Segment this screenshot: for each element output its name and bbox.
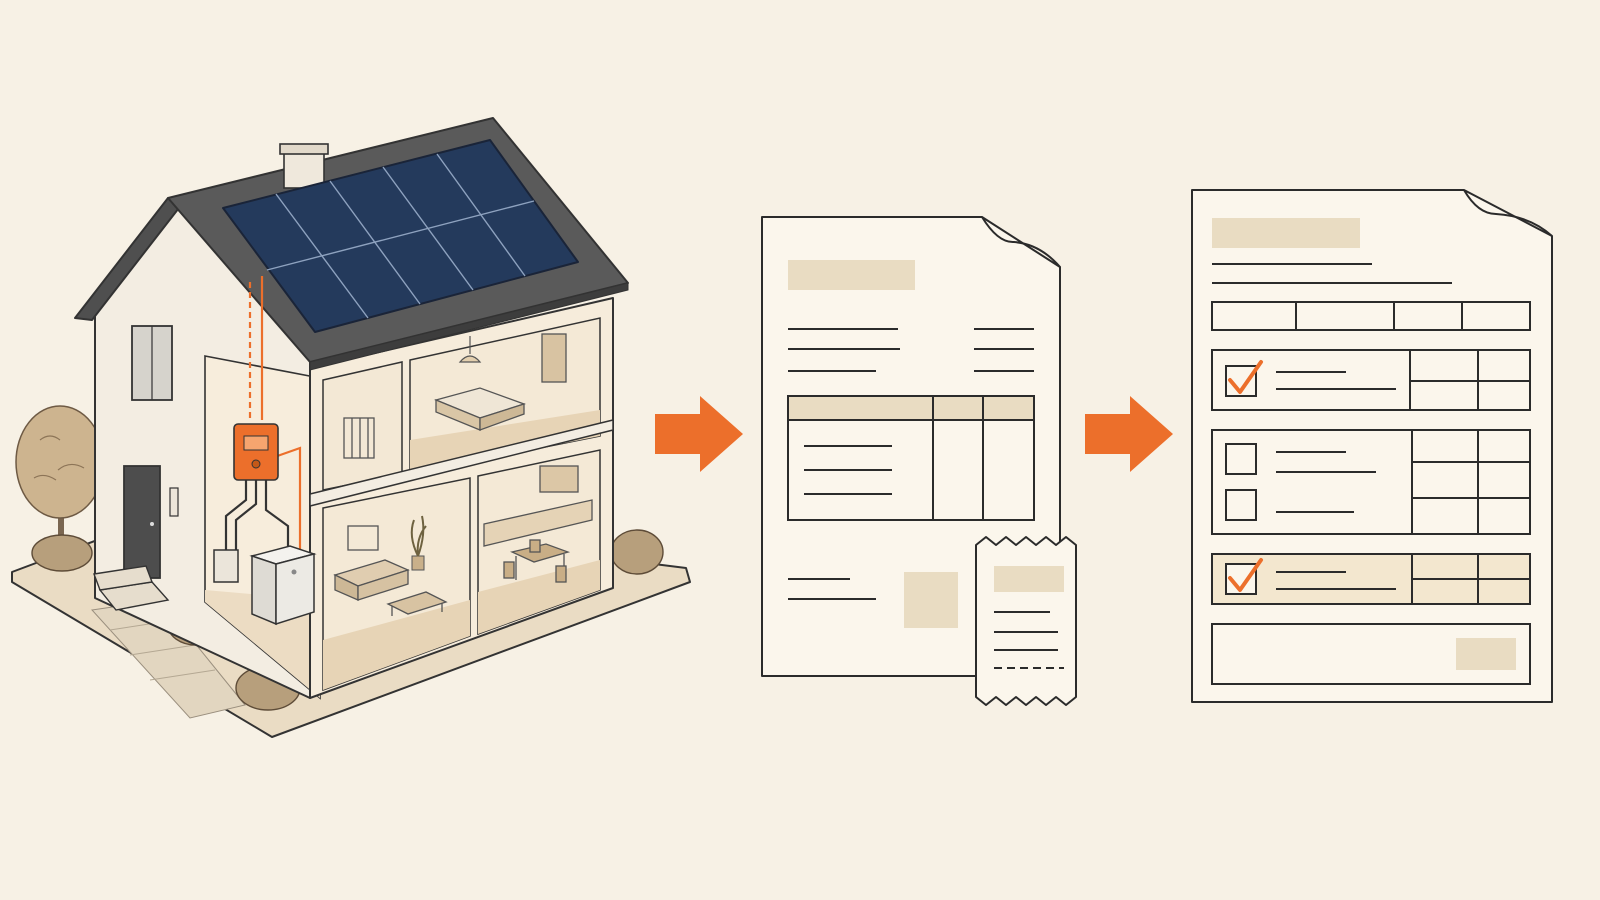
invoice-page-fold bbox=[981, 216, 1061, 268]
home-battery-icon bbox=[249, 545, 317, 626]
ceiling-lamp-icon bbox=[458, 336, 482, 363]
invoice-header-block bbox=[788, 260, 915, 290]
checklist-form-icon bbox=[1191, 189, 1553, 703]
receipt-header-block bbox=[994, 566, 1064, 592]
wall-light bbox=[169, 487, 179, 517]
solar-panel-array-icon bbox=[222, 139, 579, 333]
house-illustration bbox=[11, 117, 691, 738]
invoice-total-box bbox=[904, 572, 958, 628]
arrow-right-icon bbox=[655, 396, 743, 472]
form-fields-row bbox=[1211, 301, 1531, 331]
conduit-lines bbox=[224, 480, 290, 560]
checkbox-empty-icon bbox=[1225, 489, 1257, 521]
receipt-icon bbox=[975, 536, 1077, 706]
room-upstairs-left bbox=[322, 361, 403, 491]
receipt-text-lines bbox=[994, 611, 1064, 669]
form-signature-box bbox=[1211, 623, 1531, 685]
form-header-lines bbox=[1212, 263, 1452, 284]
form-stamp-block bbox=[1456, 638, 1516, 670]
form-page-fold bbox=[1463, 189, 1553, 237]
roof-fascia bbox=[309, 282, 629, 371]
form-section-2 bbox=[1211, 429, 1531, 535]
coffee-table-icon bbox=[386, 591, 448, 616]
tree-icon bbox=[15, 405, 105, 542]
kitchen-counter-icon bbox=[483, 465, 593, 547]
invoice-total-lines bbox=[788, 578, 876, 600]
dining-table-icon bbox=[503, 539, 571, 583]
invoice-table bbox=[787, 395, 1035, 521]
meter-box-icon bbox=[213, 549, 239, 583]
bedroom-door bbox=[541, 333, 567, 383]
form-title-block bbox=[1212, 218, 1360, 248]
arrow-right-icon bbox=[1085, 396, 1173, 472]
checkbox-empty-icon bbox=[1225, 443, 1257, 475]
wall-picture bbox=[347, 525, 379, 551]
house-window bbox=[131, 325, 173, 401]
plant-icon bbox=[410, 515, 427, 571]
bed-icon bbox=[433, 387, 527, 431]
form-section-3 bbox=[1211, 553, 1531, 605]
form-section-1 bbox=[1211, 349, 1531, 411]
receipt-paper bbox=[975, 536, 1077, 706]
house-front-door bbox=[123, 465, 161, 579]
front-steps bbox=[93, 565, 170, 611]
checkbox-checked-icon bbox=[1225, 558, 1263, 595]
invoice-text-lines bbox=[788, 328, 1034, 372]
inverter-icon bbox=[233, 423, 279, 481]
checkbox-checked-icon bbox=[1225, 360, 1263, 397]
chimney bbox=[279, 143, 329, 189]
radiator-icon bbox=[343, 417, 375, 459]
sofa-icon bbox=[333, 559, 410, 601]
